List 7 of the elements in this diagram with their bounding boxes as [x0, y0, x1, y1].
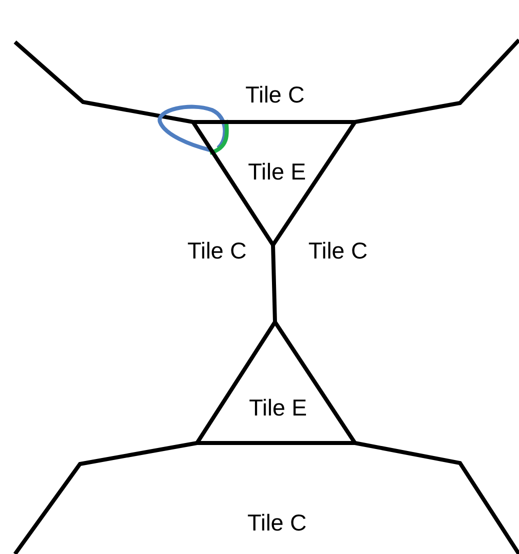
- tile-label: Tile E: [248, 158, 306, 186]
- tile-label: Tile E: [249, 394, 307, 422]
- connector-line: [271, 244, 277, 322]
- tile-label: Tile C: [245, 82, 305, 108]
- tile-label: Tile C: [308, 238, 368, 264]
- tile-label: Tile C: [247, 510, 307, 536]
- tile-label: Tile C: [187, 238, 247, 264]
